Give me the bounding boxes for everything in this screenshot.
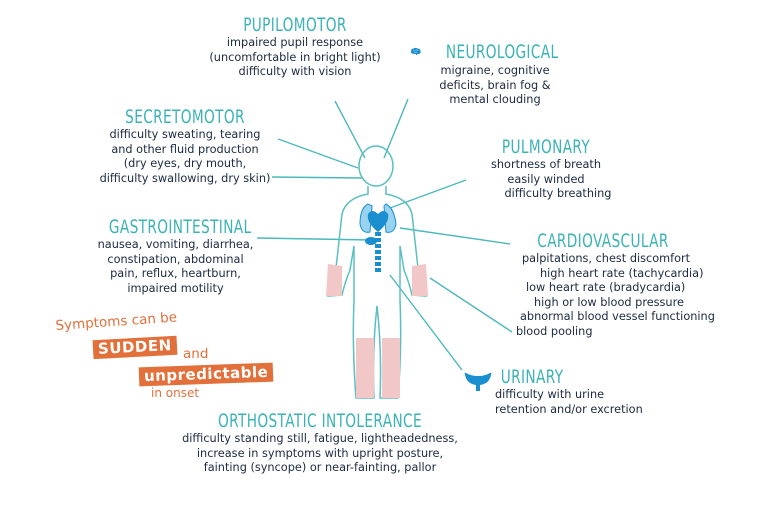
symptom-line: deficits, brain fog & [439, 78, 551, 92]
symptom-line: impaired motility [127, 281, 224, 295]
symptom-line: difficulty breathing [504, 187, 612, 201]
symptom-line: abnormal blood vessel functioning [520, 310, 715, 324]
symptom-line: mental clouding [449, 93, 541, 107]
section-title: PUPILOMOTOR [243, 14, 347, 36]
symptom-line: migraine, cognitive [440, 64, 550, 77]
callout-sudden-badge: SUDDEN [92, 335, 178, 360]
symptom-line: difficulty swallowing, dry skin) [99, 171, 271, 185]
section-secretomotor: SECRETOMOTOR difficulty sweating, tearin… [85, 106, 285, 186]
left-lower-leg-pooling [356, 338, 374, 398]
section-pulmonary: PULMONARY shortness of breath easily win… [466, 136, 626, 202]
left-hand-pooling [326, 264, 342, 296]
callout-unpredictable-badge: unpredictable [138, 362, 274, 387]
symptom-line: (uncomfortable in bright light) [209, 50, 381, 64]
heart-icon [367, 211, 389, 232]
stomach-icon [365, 237, 377, 245]
symptom-line: high heart rate (tachycardia) [540, 266, 704, 280]
symptom-line: difficulty standing still, fatigue, ligh… [182, 432, 458, 445]
section-title: URINARY [500, 366, 564, 388]
section-orthostatic-intolerance: ORTHOSTATIC INTOLERANCE difficulty stand… [165, 410, 475, 476]
section-urinary: URINARY difficulty with urine retention … [464, 366, 675, 417]
symptom-line: difficulty sweating, tearing [109, 128, 261, 141]
symptom-line: low heart rate (bradycardia) [526, 281, 686, 295]
symptom-line: fainting (syncope) or near-fainting, pal… [203, 461, 437, 475]
symptom-onset-callout: Symptoms can be SUDDEN and unpredictable… [55, 310, 295, 400]
lungs-icon [359, 203, 397, 233]
section-neurological: NEUROLOGICAL migraine, cognitive deficit… [410, 40, 580, 108]
right-lower-leg-pooling [382, 338, 400, 398]
section-title: CARDIOVASCULAR [537, 230, 669, 252]
section-pupillomotor: PUPILOMOTOR impaired pupil response (unc… [195, 14, 395, 80]
section-cardiovascular: CARDIOVASCULAR palpitations, chest disco… [516, 230, 750, 340]
section-title: GASTROINTESTINAL [108, 216, 252, 238]
symptom-line: difficulty with vision [238, 65, 352, 79]
symptom-line: and other fluid production [111, 142, 259, 156]
head-outline [358, 145, 394, 187]
callout-and: and [183, 346, 209, 362]
section-title: PULMONARY [501, 136, 591, 158]
symptom-line: pain, reflux, heartburn, [110, 267, 241, 281]
section-title: NEUROLOGICAL [445, 41, 559, 63]
symptom-line: palpitations, chest discomfort [522, 252, 691, 265]
symptom-line: nausea, vomiting, diarrhea, [97, 238, 254, 251]
right-hand-pooling [412, 264, 428, 296]
section-title: SECRETOMOTOR [125, 106, 245, 128]
symptom-line: blood pooling [516, 324, 593, 338]
callout-onset: in onset [151, 386, 200, 400]
symptom-line: high or low blood pressure [534, 295, 684, 309]
symptom-line: shortness of breath [490, 158, 601, 171]
symptom-line: difficulty with urine [495, 388, 605, 401]
symptom-line: retention and/or excretion [495, 402, 643, 416]
spine-icon [375, 232, 381, 272]
brain-icon [410, 47, 421, 56]
section-gastrointestinal: GASTROINTESTINAL nausea, vomiting, diarr… [83, 216, 268, 296]
section-title: ORTHOSTATIC INTOLERANCE [218, 410, 422, 432]
symptom-line: constipation, abdominal [107, 252, 244, 266]
symptom-line: (dry eyes, dry mouth, [123, 157, 247, 171]
bladder-icon [464, 372, 492, 391]
symptom-line: easily winded [507, 172, 585, 186]
symptom-line: impaired pupil response [226, 36, 364, 49]
symptom-line: increase in symptoms with upright postur… [196, 446, 444, 460]
